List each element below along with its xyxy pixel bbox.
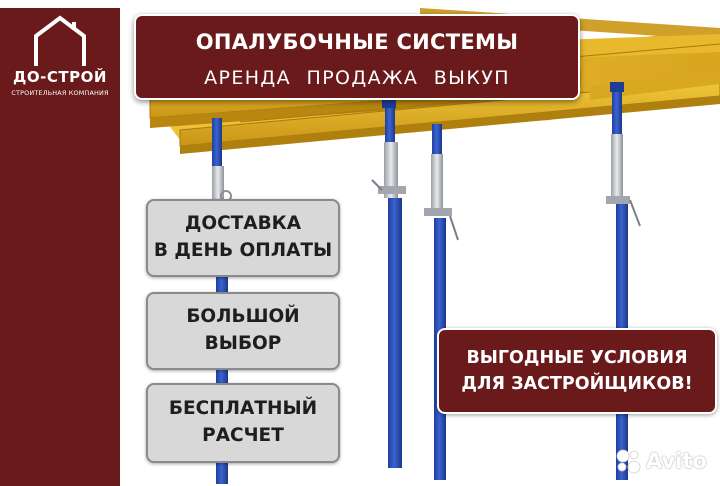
page-subtitle: АРЕНДА ПРОДАЖА ВЫКУП (204, 67, 510, 89)
feature-badge-selection: БОЛЬШОЙ ВЫБОР (146, 292, 340, 370)
feature-line2: РАСЧЕТ (202, 425, 284, 446)
offer-line2: ДЛЯ ЗАСТРОЙЩИКОВ! (461, 374, 693, 394)
offer-banner: ВЫГОДНЫЕ УСЛОВИЯ ДЛЯ ЗАСТРОЙЩИКОВ! (437, 328, 717, 414)
page-title: ОПАЛУБОЧНЫЕ СИСТЕМЫ (195, 30, 519, 54)
feature-line2: ВЫБОР (204, 333, 282, 354)
feature-line1: ДОСТАВКА (184, 213, 302, 235)
prop-4 (606, 82, 641, 480)
feature-badge-calculation: БЕСПЛАТНЫЙ РАСЧЕТ (146, 383, 340, 463)
avito-dots-icon (616, 449, 641, 474)
header-banner: ОПАЛУБОЧНЫЕ СИСТЕМЫ АРЕНДА ПРОДАЖА ВЫКУП (134, 14, 580, 100)
house-outline-icon (34, 15, 86, 66)
feature-badge-delivery: ДОСТАВКА В ДЕНЬ ОПЛАТЫ (146, 199, 340, 277)
feature-line2: В ДЕНЬ ОПЛАТЫ (153, 240, 333, 261)
brand-name: ДО-СТРОЙ (13, 68, 107, 86)
offer-line1: ВЫГОДНЫЕ УСЛОВИЯ (466, 347, 688, 368)
avito-text: Avito (646, 449, 707, 473)
brand-tagline: СТРОИТЕЛЬНАЯ КОМПАНИЯ (11, 89, 109, 97)
prop-3 (424, 124, 459, 480)
feature-line1: БОЛЬШОЙ (186, 306, 300, 328)
feature-line1: БЕСПЛАТНЫЙ (168, 398, 318, 420)
avito-watermark: Avito (614, 446, 707, 476)
brand-sidebar: ДО-СТРОЙ СТРОИТЕЛЬНАЯ КОМПАНИЯ (0, 8, 120, 486)
prop-2 (371, 98, 406, 468)
